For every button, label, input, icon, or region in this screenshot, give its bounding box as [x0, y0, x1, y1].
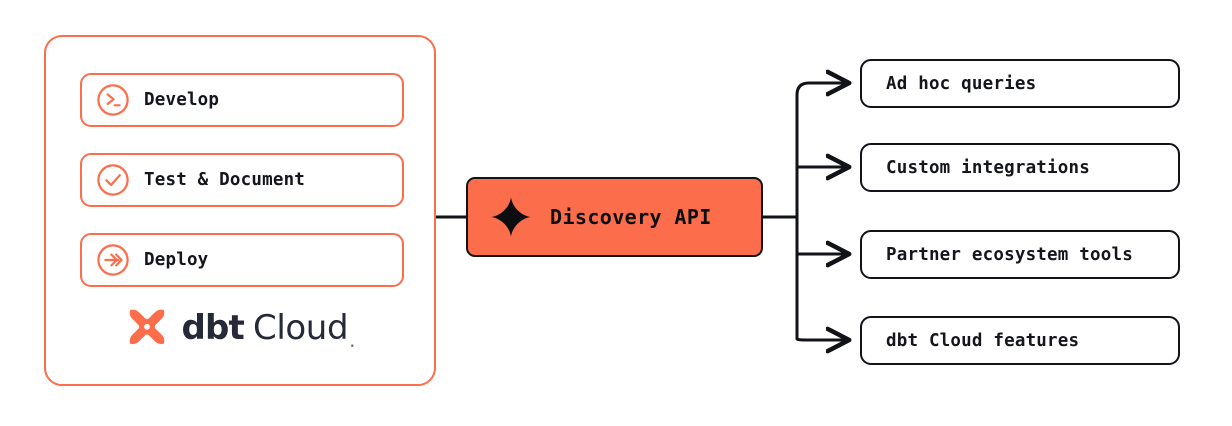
consumer-label-custom-integrations: Custom integrations: [886, 157, 1090, 178]
consumer-card-custom-integrations[interactable]: Custom integrations: [860, 143, 1180, 192]
stage-label-deploy: Deploy: [144, 250, 209, 270]
consumer-card-partner-ecosystem-tools[interactable]: Partner ecosystem tools: [860, 230, 1180, 279]
stage-card-deploy[interactable]: Deploy: [80, 233, 404, 287]
stage-card-develop[interactable]: Develop: [80, 73, 404, 127]
dbt-logo-mark-icon: [130, 309, 165, 345]
check-circle-icon: [97, 164, 129, 196]
consumer-label-ad-hoc-queries: Ad hoc queries: [886, 73, 1037, 94]
connector-branch-4: [795, 339, 848, 340]
consumer-label-dbt-cloud-features: dbt Cloud features: [886, 330, 1080, 351]
discovery-api-node[interactable]: Discovery API: [466, 177, 763, 257]
stage-label-develop: Develop: [144, 90, 220, 110]
consumer-card-ad-hoc-queries[interactable]: Ad hoc queries: [860, 59, 1180, 108]
dbt-cloud-container: Develop Test & Document Deploy dbt: [44, 35, 436, 386]
consumer-label-partner-ecosystem-tools: Partner ecosystem tools: [886, 244, 1133, 265]
terminal-prompt-icon: [97, 84, 129, 116]
sparkle-star-icon: [491, 197, 531, 237]
discovery-api-label: Discovery API: [550, 205, 712, 229]
double-chevron-right-circle-icon: [97, 244, 129, 276]
dbt-wordmark-regular: Cloud: [253, 308, 349, 348]
dbt-cloud-logo: dbt Cloud .: [46, 305, 434, 351]
stage-card-test-and-document[interactable]: Test & Document: [80, 153, 404, 207]
consumer-card-dbt-cloud-features[interactable]: dbt Cloud features: [860, 316, 1180, 365]
connector-branch-1: [795, 83, 848, 97]
dbt-wordmark-period: .: [349, 328, 356, 352]
stage-label-test-and-document: Test & Document: [144, 170, 306, 190]
dbt-wordmark-bold: dbt: [181, 308, 245, 348]
